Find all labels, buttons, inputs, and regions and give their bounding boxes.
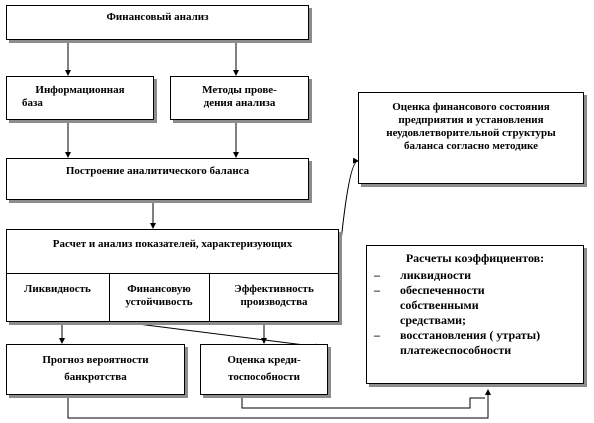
coefficients-list: ликвидности обеспеченности собственными … — [372, 268, 582, 358]
arrow-calc-diagonal — [121, 321, 321, 350]
bankruptcy-forecast-line2: банкротства — [64, 371, 127, 383]
assessment-line2: предприятия и установления — [398, 114, 544, 126]
calc-divider-1 — [109, 273, 110, 322]
bankruptcy-forecast-box — [6, 344, 185, 395]
efficiency-label-line1: Эффективность — [234, 283, 314, 295]
fin-stability-label-line2: устойчивость — [125, 296, 193, 308]
financial-analysis-box — [6, 5, 309, 40]
credit-rating-box — [200, 344, 328, 395]
calc-divider-horizontal — [6, 273, 339, 274]
credit-rating-line1: Оценка креди- — [227, 354, 301, 366]
bankruptcy-forecast-line1: Прогноз вероятности — [42, 354, 149, 366]
calc-indicators-title: Расчет и анализ показателей, характеризу… — [52, 238, 293, 250]
info-base-label-line1: Информационная — [35, 84, 125, 96]
calc-divider-2 — [209, 273, 210, 322]
info-base-box — [6, 76, 154, 120]
methods-label-line2: дения анализа — [203, 97, 276, 109]
methods-box — [170, 76, 309, 120]
assessment-box — [358, 92, 584, 184]
efficiency-label-line2: производства — [240, 296, 308, 308]
coefficients-title: Расчеты коэффициентов: — [405, 251, 545, 265]
assessment-line3: неудовлетворительной структуры — [386, 127, 556, 139]
balance-build-box — [6, 158, 309, 200]
coefficients-item-solvency: восстановления ( утраты) платежеспособно… — [372, 328, 582, 358]
arrow-bottom-to-coefficients — [67, 389, 491, 419]
info-base-label-line2: база — [22, 97, 43, 109]
liquidity-label: Ликвидность — [24, 283, 91, 295]
fin-stability-label-line1: Финансовую — [127, 283, 191, 295]
calc-indicators-box — [6, 229, 339, 322]
financial-analysis-label: Финансовый анализ — [106, 11, 209, 23]
coefficients-item-own-funds: обеспеченности собственными средствами; — [372, 283, 530, 328]
coefficients-item-liquidity: ликвидности — [372, 268, 582, 283]
methods-label-line1: Методы прове- — [202, 84, 277, 96]
arrow-credit-to-coefficients — [241, 395, 485, 409]
assessment-line1: Оценка финансового состояния — [392, 101, 550, 113]
assessment-line4: баланса согласно методике — [404, 140, 538, 152]
credit-rating-line2: тоспособности — [228, 371, 300, 383]
balance-build-label: Построение аналитического баланса — [65, 165, 250, 177]
